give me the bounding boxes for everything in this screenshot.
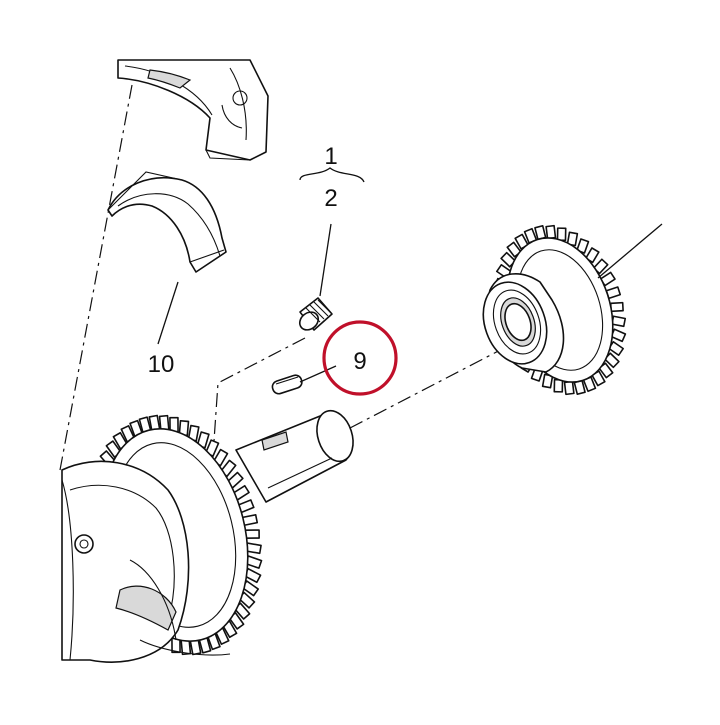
gear-tooth bbox=[545, 224, 557, 240]
connecting-rod-part bbox=[117, 59, 269, 161]
crankshaft-part bbox=[61, 409, 354, 663]
assembly-center-lines bbox=[59, 84, 511, 471]
axis-gear bbox=[349, 344, 511, 429]
gear-tooth bbox=[563, 380, 575, 396]
woodruff-key-part bbox=[271, 374, 303, 395]
axis-bearing-shell bbox=[59, 84, 133, 471]
threaded-plug-part bbox=[298, 297, 333, 331]
leader-2 bbox=[319, 223, 332, 297]
callout-1: 1 bbox=[324, 143, 337, 170]
leader-lines bbox=[157, 167, 663, 383]
leader-10 bbox=[157, 281, 179, 345]
callout-2: 2 bbox=[324, 185, 337, 212]
gear-tooth bbox=[609, 301, 624, 313]
group-brace bbox=[299, 167, 365, 183]
callout-9: 9 bbox=[353, 348, 366, 375]
leader-gear bbox=[597, 223, 663, 279]
leader-9 bbox=[299, 365, 337, 383]
gear-tooth bbox=[611, 315, 627, 328]
callout-10: 10 bbox=[148, 351, 175, 378]
timing-gear-part bbox=[482, 224, 627, 396]
bearing-shell-part bbox=[107, 171, 227, 273]
highlight-circle bbox=[322, 320, 398, 396]
